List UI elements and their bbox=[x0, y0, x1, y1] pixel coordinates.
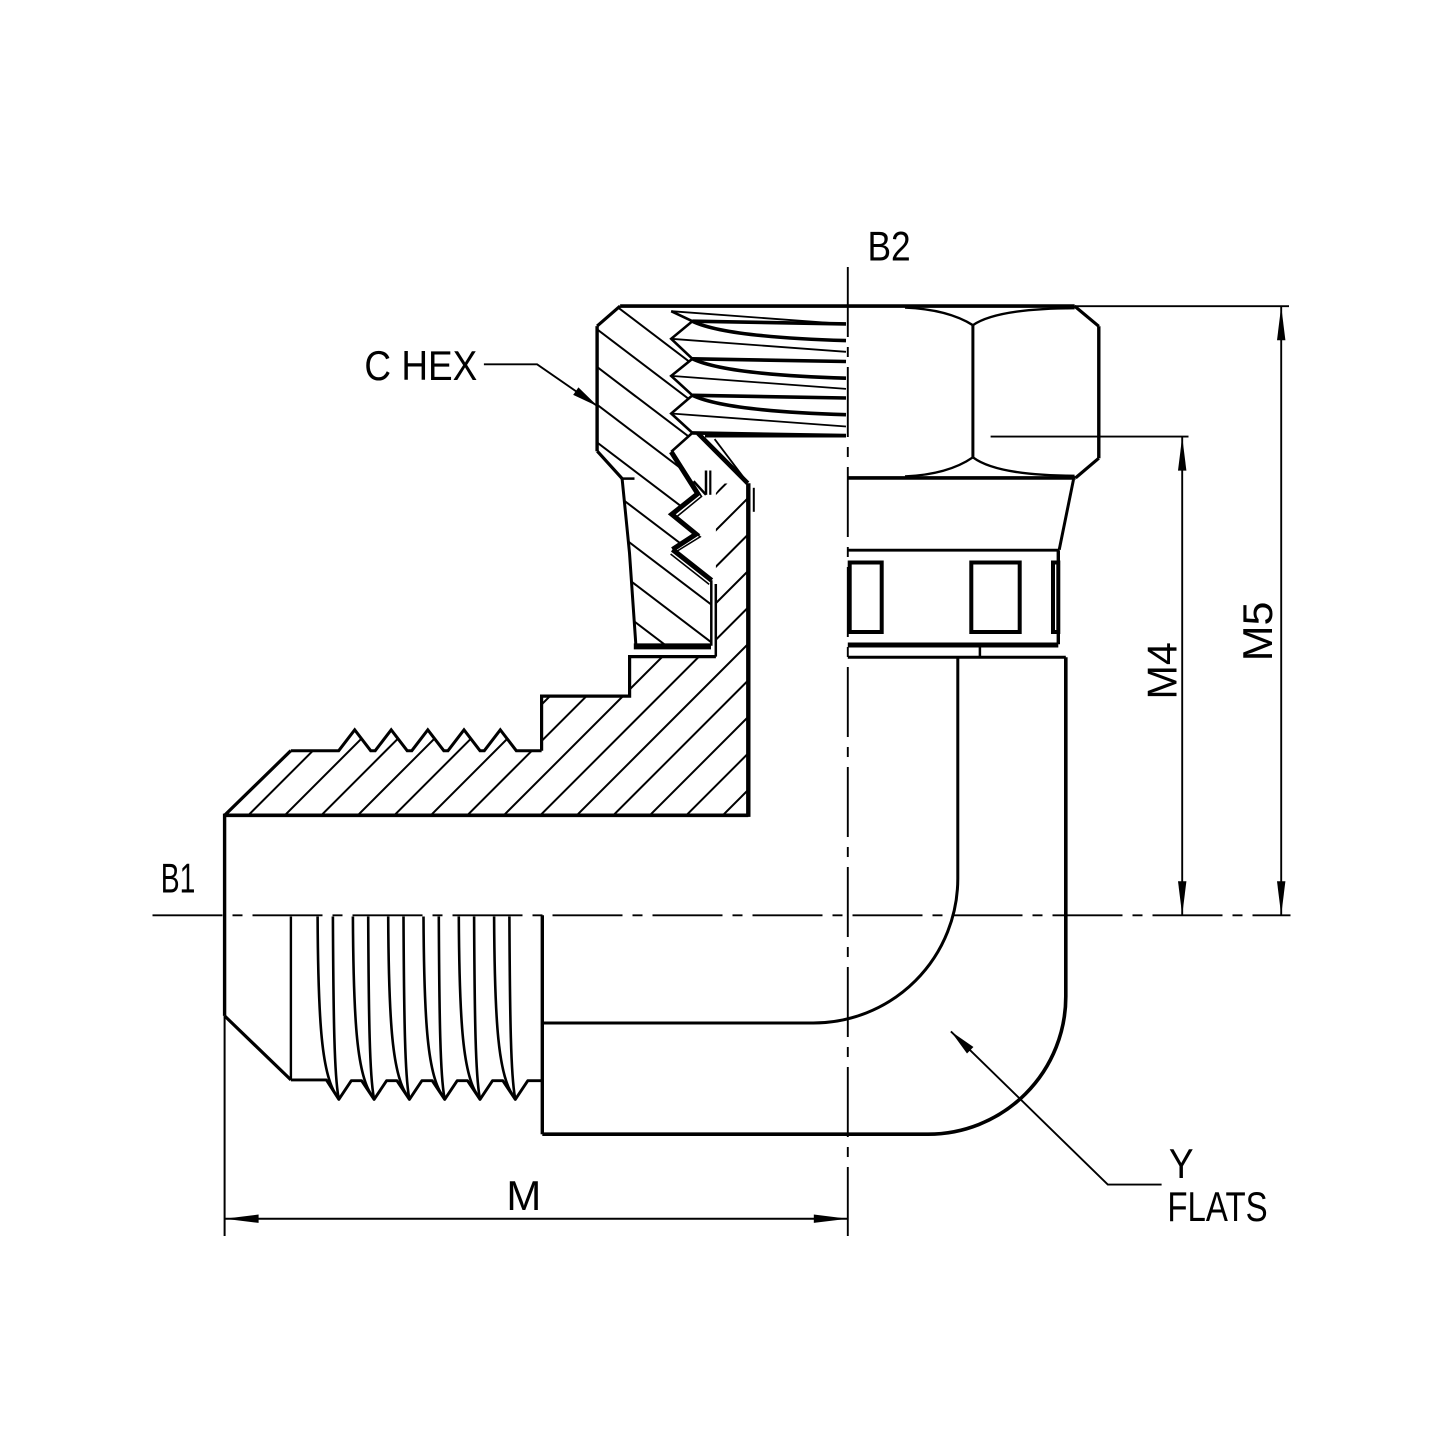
svg-text:C HEX: C HEX bbox=[364, 342, 477, 389]
svg-text:M5: M5 bbox=[1234, 602, 1281, 662]
svg-text:Y: Y bbox=[1169, 1140, 1194, 1187]
svg-text:M4: M4 bbox=[1138, 642, 1185, 699]
svg-text:B1: B1 bbox=[161, 854, 196, 901]
svg-text:M: M bbox=[506, 1172, 541, 1219]
svg-text:FLATS: FLATS bbox=[1167, 1183, 1267, 1230]
svg-text:B2: B2 bbox=[868, 222, 911, 269]
